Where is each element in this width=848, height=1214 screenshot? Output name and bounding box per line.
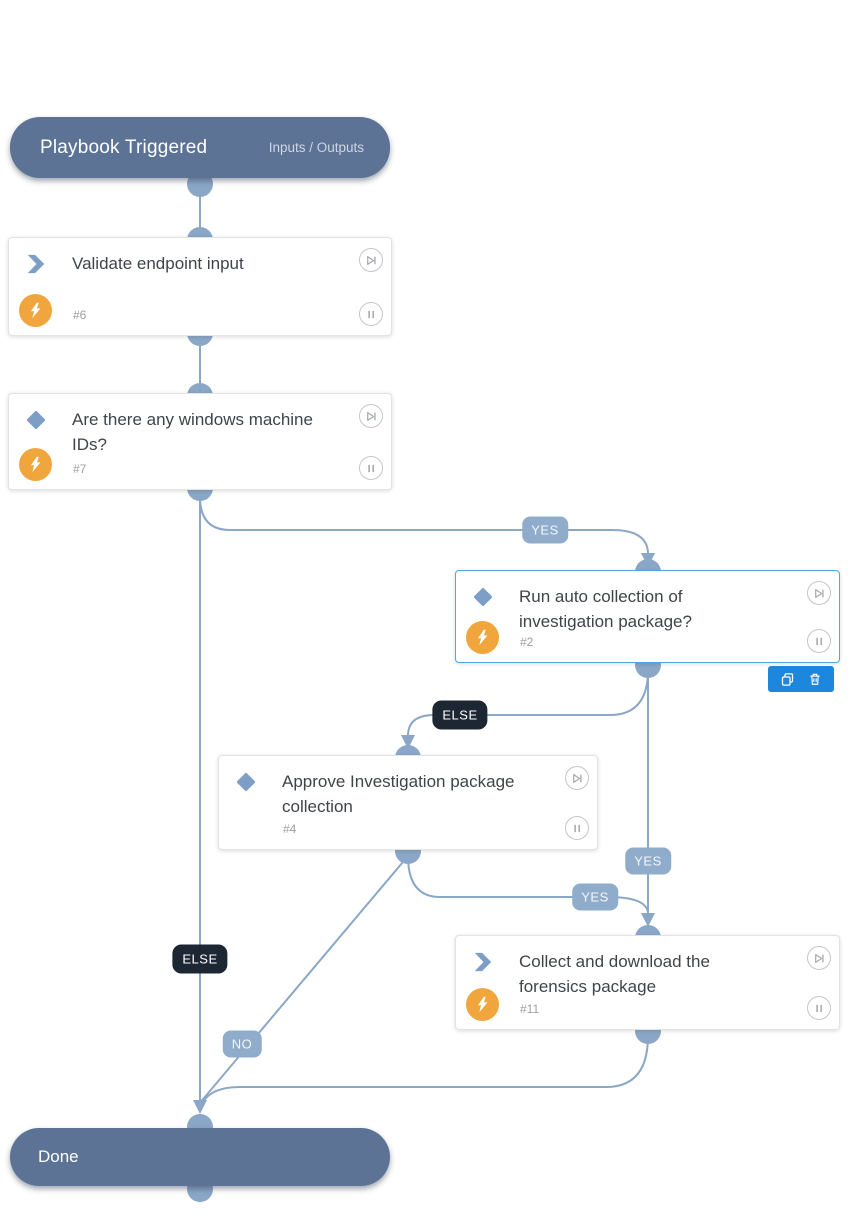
node-title: Approve Investigation package collection (282, 772, 515, 816)
skip-task-button[interactable] (807, 581, 831, 605)
automation-lightning-icon (466, 621, 499, 654)
node-validate-endpoint-input[interactable]: Validate endpoint input #6 (8, 237, 392, 336)
edge-label-yes: YES (625, 847, 671, 875)
node-number: #7 (73, 462, 87, 476)
task-chevron-icon (25, 253, 47, 275)
copy-node-button[interactable] (779, 671, 795, 687)
playbook-triggered-title: Playbook Triggered (40, 136, 208, 158)
automation-lightning-icon (19, 294, 52, 327)
node-title: Run auto collection of investigation pac… (519, 587, 692, 631)
node-title: Collect and download the forensics packa… (519, 952, 710, 996)
automation-lightning-icon (466, 988, 499, 1021)
node-title: Validate endpoint input (72, 254, 244, 273)
pause-task-button[interactable] (807, 996, 831, 1020)
inputs-outputs-link[interactable]: Inputs / Outputs (268, 140, 364, 155)
node-number: #11 (520, 1002, 540, 1016)
pause-task-button[interactable] (565, 816, 589, 840)
condition-diamond-icon (472, 586, 494, 608)
selected-node-action-bar (768, 666, 834, 692)
node-title: Are there any windows machine IDs? (72, 410, 313, 454)
edge-label-else: ELSE (432, 700, 488, 730)
node-approve-investigation-condition[interactable]: Approve Investigation package collection… (218, 755, 598, 850)
node-run-auto-collection-condition[interactable]: Run auto collection of investigation pac… (455, 570, 840, 663)
node-collect-forensics-package[interactable]: Collect and download the forensics packa… (455, 935, 840, 1030)
edge-label-no: NO (222, 1030, 262, 1058)
node-number: #2 (520, 635, 534, 649)
delete-node-button[interactable] (807, 671, 823, 687)
done-title: Done (38, 1147, 79, 1166)
skip-task-button[interactable] (359, 404, 383, 428)
node-number: #4 (283, 822, 297, 836)
condition-diamond-icon (25, 409, 47, 431)
edge-label-else: ELSE (172, 944, 228, 974)
task-chevron-icon (472, 951, 494, 973)
skip-task-button[interactable] (807, 946, 831, 970)
pause-task-button[interactable] (359, 456, 383, 480)
automation-lightning-icon (19, 448, 52, 481)
edge-label-yes: YES (572, 883, 618, 911)
skip-task-button[interactable] (359, 248, 383, 272)
edge-label-yes: YES (522, 516, 568, 544)
node-number: #6 (73, 308, 87, 322)
condition-diamond-icon (235, 771, 257, 793)
skip-task-button[interactable] (565, 766, 589, 790)
pause-task-button[interactable] (807, 629, 831, 653)
done-node[interactable]: Done (10, 1128, 390, 1186)
pause-task-button[interactable] (359, 302, 383, 326)
edge-lines (199, 184, 649, 1105)
playbook-triggered-node[interactable]: Playbook Triggered Inputs / Outputs (10, 117, 390, 178)
node-windows-machine-ids-condition[interactable]: Are there any windows machine IDs? #7 (8, 393, 392, 490)
